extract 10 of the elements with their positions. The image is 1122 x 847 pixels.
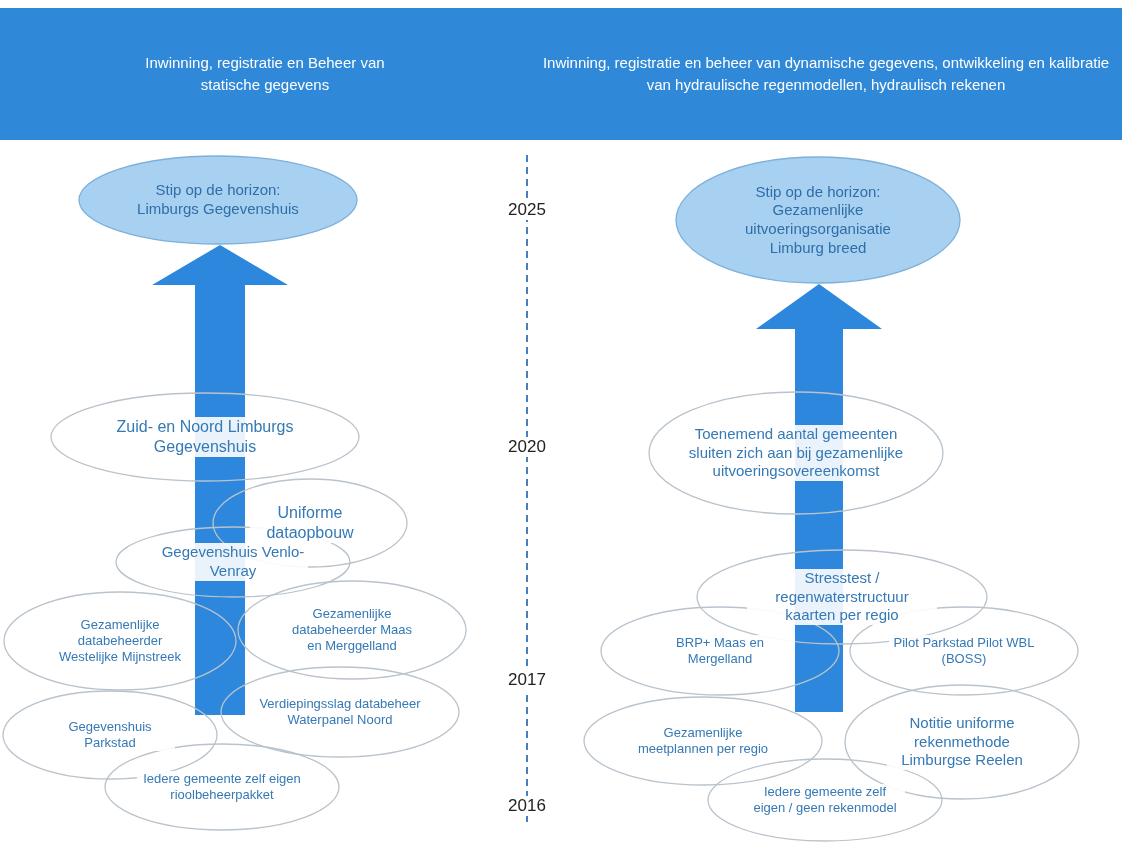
ellipse-text: Stip op de horizon: Gezamenlijke uitvoeringsorganisatie Limburg breed (744, 182, 892, 258)
ellipse-text: Stresstest / regenwaterstructuur kaarten per regio (747, 568, 937, 626)
year-label: 2020 (507, 437, 547, 457)
year-label: 2016 (507, 796, 547, 816)
header-band (0, 8, 1122, 140)
year-label: 2025 (507, 200, 547, 220)
header-text: Inwinning, registratie en beheer van dynamische gegevens, ontwikkeling en kalibratie van hydraulische regenmodellen, hydraulisch rekenen (541, 53, 1111, 95)
year-label: 2017 (507, 670, 547, 690)
ellipse-text: Stip op de horizon: Limburgs Gegevenshuis (136, 181, 300, 219)
header-text: Inwinning, registratie en Beheer van statische gegevens (144, 53, 386, 95)
